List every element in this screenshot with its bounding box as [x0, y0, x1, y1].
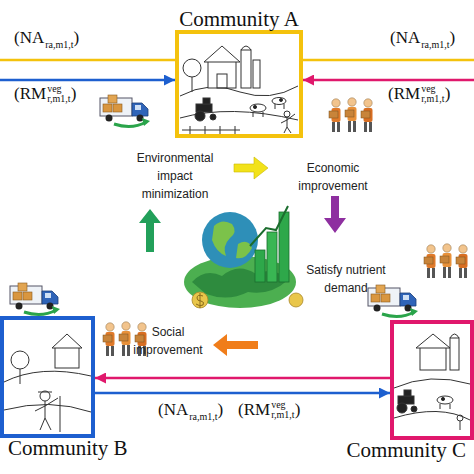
flow-line: [0, 60, 175, 346]
subscript: ra,m1,t: [189, 411, 217, 422]
goal-label-box: Economic improvement: [283, 158, 383, 194]
community-box: Community C: [390, 320, 474, 440]
variable-name: ): [74, 28, 80, 48]
variable-name: (NA: [14, 28, 44, 48]
community-name: Community C: [346, 438, 466, 462]
truck-icon: [368, 285, 418, 317]
flow-variable: (NAra,m1,t): [158, 400, 223, 420]
subscript: r,m1,t: [421, 94, 445, 104]
variable-name: ): [450, 28, 456, 48]
variable-name: ): [295, 400, 301, 420]
flow-variable: (RMvegr,m1,t): [14, 84, 76, 104]
goal-label-box: Social improvement: [122, 322, 214, 358]
goal-label-box: Environmental impact minimization: [125, 148, 225, 202]
variable-name: ): [445, 84, 451, 104]
farm-sketch: [394, 334, 470, 430]
variable-name: (RM: [238, 400, 270, 420]
flow-line: [303, 60, 474, 350]
index-stack: vegr,m1,t: [271, 400, 295, 420]
flow-line: [303, 80, 474, 370]
flow-line: [0, 80, 175, 366]
people-icon: [424, 244, 468, 278]
flow-line: [95, 377, 390, 380]
flow-variable: (RMvegr,m1,t): [238, 400, 300, 420]
variable-name: (NA: [158, 400, 188, 420]
index-stack: vegr,m1,t: [421, 84, 445, 104]
variable-name: (RM: [14, 84, 46, 104]
community-box: Community A: [175, 30, 303, 138]
subscript: r,m1,t: [47, 94, 71, 104]
community-box: Community B: [0, 316, 95, 438]
truck-icon: [10, 283, 60, 315]
community-heading: Community C: [346, 438, 466, 463]
cycle-arrow: [139, 209, 161, 252]
variable-name: (NA: [390, 28, 420, 48]
flow-variable: (NAra,m1,t): [14, 28, 79, 48]
farm-sketch: [180, 46, 298, 134]
subscript: ra,m1,t: [421, 39, 449, 50]
goal-label: Social improvement: [133, 325, 202, 357]
goal-label: Environmental impact minimization: [137, 151, 214, 201]
superscript: veg: [421, 84, 445, 94]
cycle-arrow: [213, 334, 258, 356]
globe-chart: [184, 206, 303, 308]
flow-variable: (RMvegr,m1,t): [388, 84, 450, 104]
variable-name: (RM: [388, 84, 420, 104]
farm-sketch: [4, 334, 91, 432]
variable-name: ): [71, 84, 77, 104]
truck-icon: [100, 95, 150, 127]
community-heading: Community A: [179, 7, 299, 32]
goal-label: Satisfy nutrient demand: [306, 263, 385, 295]
subscript: r,m1,t: [271, 410, 295, 420]
goal-label-box: Satisfy nutrient demand: [296, 260, 396, 296]
superscript: veg: [271, 400, 295, 410]
community-name: Community A: [179, 7, 299, 31]
community-heading: Community B: [8, 436, 128, 461]
flow-line: [95, 392, 390, 395]
cycle-arrow: [324, 196, 346, 233]
subscript: ra,m1,t: [45, 39, 73, 50]
superscript: veg: [47, 84, 71, 94]
community-name: Community B: [8, 436, 128, 460]
flow-variable: (NAra,m1,t): [390, 28, 455, 48]
index-stack: vegr,m1,t: [47, 84, 71, 104]
cycle-arrow: [234, 157, 268, 179]
goal-label: Economic improvement: [298, 161, 367, 193]
people-icon: [329, 98, 373, 132]
variable-name: ): [218, 400, 224, 420]
